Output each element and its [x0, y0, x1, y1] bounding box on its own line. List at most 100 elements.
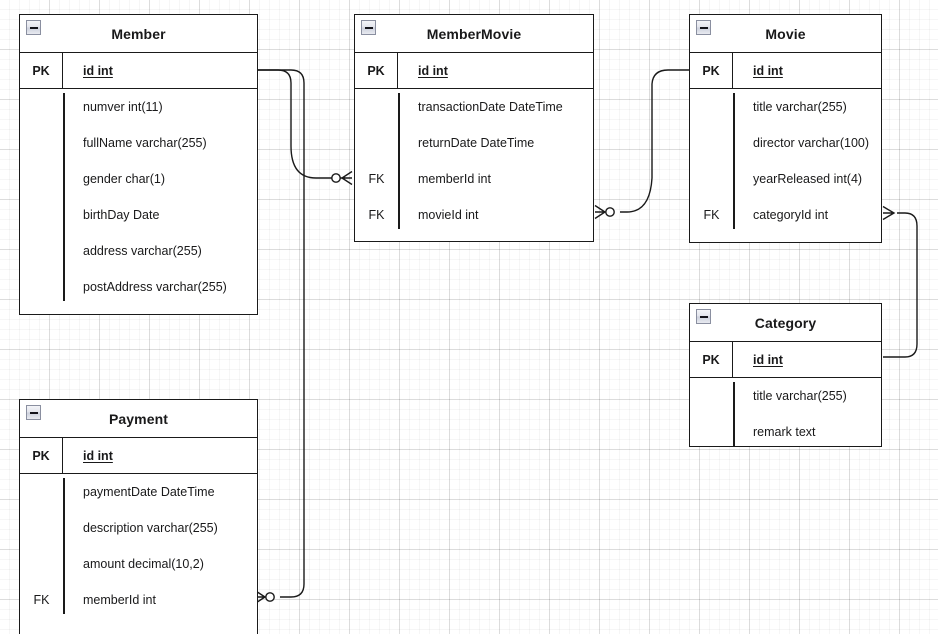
- entity-row-attribute[interactable]: gender char(1): [20, 161, 257, 197]
- attribute-name: categoryId int: [753, 208, 829, 222]
- attribute-name: fullName varchar(255): [83, 136, 207, 150]
- entity-payment[interactable]: Payment PK id int paymentDate DateTime d…: [19, 399, 258, 634]
- key-label: PK: [690, 53, 733, 88]
- entity-movie[interactable]: Movie PK id int title varchar(255) direc…: [689, 14, 882, 243]
- entity-title: Movie: [765, 25, 806, 42]
- attribute-name: remark text: [753, 425, 816, 439]
- entity-attribute-list: title varchar(255) director varchar(100)…: [690, 89, 881, 233]
- relationship-movie-membermovie[interactable]: [594, 69, 689, 220]
- relationship-line: [883, 212, 918, 358]
- key-label: FK: [368, 208, 385, 222]
- attribute-name: paymentDate DateTime: [83, 485, 215, 499]
- key-label: FK: [368, 172, 385, 186]
- key-label: [690, 125, 733, 161]
- attribute-name: gender char(1): [83, 172, 165, 186]
- crowsfoot-marker: [340, 170, 353, 186]
- relationship-line: [258, 69, 305, 598]
- relationship-line: [258, 69, 345, 179]
- entity-row-attribute[interactable]: yearReleased int(4): [690, 161, 881, 197]
- entity-row-attribute[interactable]: FK memberId int: [20, 582, 257, 618]
- entity-row-attribute[interactable]: paymentDate DateTime: [20, 474, 257, 510]
- relationship-movie-category[interactable]: [882, 205, 918, 358]
- key-label: FK: [33, 593, 50, 607]
- entity-row-attribute[interactable]: amount decimal(10,2): [20, 546, 257, 582]
- key-label: [20, 125, 63, 161]
- entity-header-category: Category: [690, 304, 881, 342]
- zero-cardinality-circle: [331, 173, 341, 183]
- crowsfoot-marker: [882, 205, 896, 221]
- relationship-member-membermovie[interactable]: [258, 69, 353, 186]
- entity-row-pk[interactable]: PK id int: [20, 438, 257, 474]
- key-label: PK: [20, 53, 63, 88]
- key-label: [20, 89, 63, 125]
- entity-member[interactable]: Member PK id int numver int(11) fullName…: [19, 14, 258, 315]
- entity-row-attribute[interactable]: remark text: [690, 414, 881, 446]
- entity-row-attribute[interactable]: numver int(11): [20, 89, 257, 125]
- key-label: [690, 161, 733, 197]
- minus-box-icon[interactable]: [696, 20, 711, 35]
- attribute-name-text: id int: [83, 63, 113, 78]
- entity-category[interactable]: Category PK id int title varchar(255) re…: [689, 303, 882, 447]
- attribute-name: director varchar(100): [753, 136, 870, 150]
- relationship-member-payment[interactable]: [254, 69, 305, 605]
- attribute-name: id int: [733, 53, 881, 88]
- attribute-name-text: id int: [753, 352, 783, 367]
- key-label: FK: [703, 208, 720, 222]
- entity-row-attribute[interactable]: description varchar(255): [20, 510, 257, 546]
- entity-row-attribute[interactable]: address varchar(255): [20, 233, 257, 269]
- entity-row-pk[interactable]: PK id int: [20, 53, 257, 89]
- attribute-name: title varchar(255): [753, 389, 847, 403]
- key-label: [20, 546, 63, 582]
- entity-row-attribute[interactable]: postAddress varchar(255): [20, 269, 257, 305]
- relationship-line: [620, 69, 689, 213]
- entity-row-attribute[interactable]: FK categoryId int: [690, 197, 881, 233]
- entity-attribute-list: numver int(11) fullName varchar(255) gen…: [20, 89, 257, 305]
- key-label: [690, 414, 733, 446]
- entity-row-attribute[interactable]: FK memberId int: [355, 161, 593, 197]
- key-label: [690, 378, 733, 414]
- attribute-name: postAddress varchar(255): [83, 280, 227, 294]
- attribute-name: birthDay Date: [83, 208, 160, 222]
- key-label: [20, 233, 63, 269]
- entity-attribute-list: transactionDate DateTime returnDate Date…: [355, 89, 593, 233]
- entity-attribute-list: title varchar(255) remark text: [690, 378, 881, 446]
- entity-row-pk[interactable]: PK id int: [690, 53, 881, 89]
- attribute-name: address varchar(255): [83, 244, 202, 258]
- crowsfoot-marker: [594, 204, 607, 220]
- entity-header-payment: Payment: [20, 400, 257, 438]
- minus-box-icon[interactable]: [361, 20, 376, 35]
- attribute-name: amount decimal(10,2): [83, 557, 204, 571]
- key-label: [355, 89, 398, 125]
- entity-row-pk[interactable]: PK id int: [690, 342, 881, 378]
- attribute-name: numver int(11): [83, 100, 163, 114]
- entity-row-attribute[interactable]: returnDate DateTime: [355, 125, 593, 161]
- attribute-name-text: id int: [418, 63, 448, 78]
- entity-row-attribute[interactable]: FK movieId int: [355, 197, 593, 233]
- attribute-name: description varchar(255): [83, 521, 218, 535]
- entity-title: Member: [111, 25, 166, 42]
- zero-cardinality-circle: [265, 592, 275, 602]
- key-label: [690, 89, 733, 125]
- attribute-name: memberId int: [83, 593, 156, 607]
- entity-row-attribute[interactable]: title varchar(255): [690, 89, 881, 125]
- attribute-name: movieId int: [418, 208, 479, 222]
- entity-membermovie[interactable]: MemberMovie PK id int transactionDate Da…: [354, 14, 594, 242]
- entity-row-attribute[interactable]: transactionDate DateTime: [355, 89, 593, 125]
- entity-row-attribute[interactable]: director varchar(100): [690, 125, 881, 161]
- entity-header-movie: Movie: [690, 15, 881, 53]
- minus-box-icon[interactable]: [26, 20, 41, 35]
- attribute-name: memberId int: [418, 172, 491, 186]
- minus-box-icon[interactable]: [696, 309, 711, 324]
- key-label: PK: [355, 53, 398, 88]
- entity-row-attribute[interactable]: birthDay Date: [20, 197, 257, 233]
- zero-cardinality-circle: [605, 207, 615, 217]
- minus-box-icon[interactable]: [26, 405, 41, 420]
- entity-title: Payment: [108, 410, 169, 427]
- entity-row-pk[interactable]: PK id int: [355, 53, 593, 89]
- attribute-name: id int: [398, 53, 593, 88]
- entity-row-attribute[interactable]: title varchar(255): [690, 378, 881, 414]
- attribute-name: returnDate DateTime: [418, 136, 535, 150]
- entity-row-attribute[interactable]: fullName varchar(255): [20, 125, 257, 161]
- attribute-name-text: id int: [753, 63, 783, 78]
